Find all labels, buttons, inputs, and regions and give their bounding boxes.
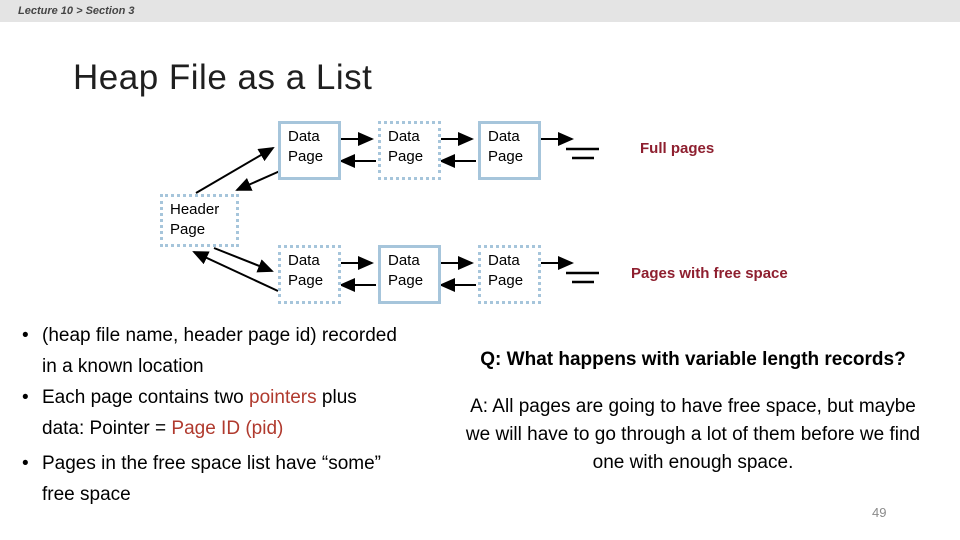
data-page-box-full-2: Data Page: [378, 121, 441, 180]
data-page-box-free-3: Data Page: [478, 245, 541, 304]
continuation-dashes: [566, 147, 599, 284]
data-page-box-free-1: Data Page: [278, 245, 341, 304]
bullet-marker: •: [22, 325, 29, 346]
bullet-item-some-free-space: • Pages in the free space list have “som…: [20, 448, 402, 510]
bullet-item-known-location: • (heap file name, header page id) recor…: [20, 320, 402, 382]
page-title: Heap File as a List: [73, 58, 373, 97]
answer-text: A: All pages are going to have free spac…: [465, 396, 921, 473]
data-page-box-free-2: Data Page: [378, 245, 441, 304]
bullet-text-segment: Each page contains two: [42, 387, 250, 408]
bullet-list: • (heap file name, header page id) recor…: [20, 320, 402, 510]
bullet-text-segment-red: Page ID (pid): [171, 418, 284, 439]
full-pages-label: Full pages: [640, 140, 715, 157]
data-page-box-full-1: Data Page: [278, 121, 341, 180]
bullet-text-segment: plus data: Pointer =: [42, 387, 357, 439]
bullet-text: (heap file name, header page id) recorde…: [42, 325, 397, 377]
bullet-text: Pages in the free space list have “some”…: [42, 453, 382, 505]
bullet-item-two-pointers: • Each page contains two pointers plus d…: [20, 382, 402, 444]
page-number: 49: [872, 505, 887, 520]
bullet-marker: •: [22, 453, 29, 474]
breadcrumb: Lecture 10 > Section 3: [18, 5, 135, 17]
question-text: Q: What happens with variable length rec…: [480, 349, 906, 370]
bullet-text-segment-red: pointers: [249, 387, 317, 408]
pages-with-free-space-label: Pages with free space: [631, 265, 788, 282]
bullet-marker: •: [22, 387, 29, 408]
header-page-box: Header Page: [160, 194, 239, 247]
bullet-text: Each page contains two pointers plus dat…: [42, 382, 402, 444]
data-page-box-full-3: Data Page: [478, 121, 541, 180]
breadcrumb-bar: Lecture 10 > Section 3: [0, 0, 960, 22]
qa-block: Q: What happens with variable length rec…: [458, 347, 928, 477]
